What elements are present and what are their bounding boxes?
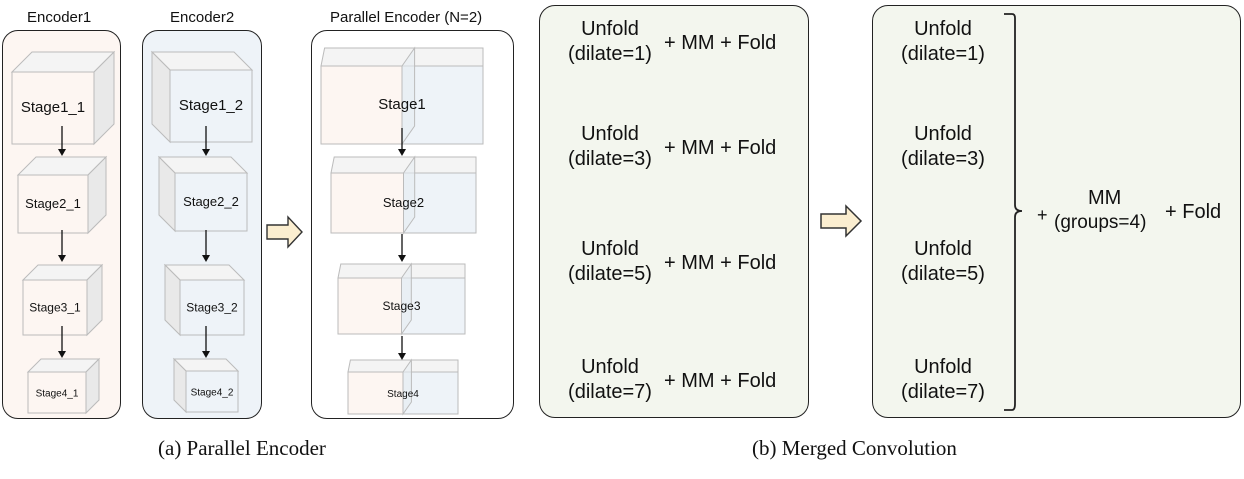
parallel-stage1-top bbox=[320, 47, 484, 67]
encoder2-stage1-label: Stage1_2 bbox=[179, 97, 243, 114]
encoder2-stage2-label: Stage2_2 bbox=[183, 194, 239, 209]
merged-groups-label: (groups=4) bbox=[1054, 212, 1147, 233]
encoder2-arrow3-head bbox=[202, 351, 210, 358]
encoder2-title: Encoder2 bbox=[170, 9, 235, 26]
merged-fold-label: + Fold bbox=[1165, 201, 1222, 223]
encoder1-stage4-label: Stage4_1 bbox=[36, 389, 79, 400]
parallel-arrow2-head bbox=[398, 255, 406, 262]
parallel-stage3-front-a bbox=[337, 277, 402, 335]
parallel-stage2-front-b bbox=[403, 172, 477, 234]
parallel-stage3-top bbox=[337, 263, 466, 279]
parallel-stage1-front-b bbox=[401, 65, 484, 145]
encoder1-stage3-side bbox=[86, 263, 103, 337]
left-row2-unfold: Unfold (dilate=3) bbox=[568, 123, 652, 170]
right-row4-unfold: Unfold (dilate=7) bbox=[901, 356, 985, 403]
parallel-stage2-label: Stage2 bbox=[383, 195, 424, 210]
merged-mm-label: MM bbox=[1088, 187, 1122, 209]
encoder2-stage3-label: Stage3_2 bbox=[186, 301, 238, 315]
encoder1-stage1-label: Stage1_1 bbox=[21, 99, 85, 116]
parallel-encoder-title: Parallel Encoder (N=2) bbox=[330, 9, 483, 26]
encoder1-stage3-label: Stage3_1 bbox=[29, 301, 81, 315]
left-row3-unfold: Unfold (dilate=5) bbox=[568, 238, 652, 285]
encoder2-arrow2-head bbox=[202, 255, 210, 262]
encoder2-stage4-label: Stage4_2 bbox=[191, 388, 234, 399]
encoder2-stage1-front bbox=[169, 69, 253, 143]
caption-parallel-encoder: (a) Parallel Encoder bbox=[158, 436, 326, 460]
right-row1-unfold: Unfold (dilate=1) bbox=[901, 18, 985, 65]
left-row1-unfold: Unfold (dilate=1) bbox=[568, 18, 652, 65]
parallel-stage1-overlap bbox=[401, 46, 416, 146]
right-row3-unfold: Unfold (dilate=5) bbox=[901, 238, 985, 285]
parallel-stage4-front-b bbox=[402, 371, 459, 415]
encoder1-stage3-front bbox=[22, 279, 88, 336]
encoder1-stage2-front bbox=[17, 174, 89, 234]
parallel-stage4-top bbox=[347, 359, 459, 373]
encoder2-stage2-side bbox=[158, 155, 176, 233]
parallel-arrow1-head bbox=[398, 149, 406, 156]
encoder1-stage2-side bbox=[87, 155, 107, 235]
encoder2-stage1-side bbox=[151, 50, 171, 144]
parallel-stage3-label: Stage3 bbox=[382, 299, 420, 313]
encoder1-stage2-label: Stage2_1 bbox=[25, 196, 81, 211]
right-row2-unfold: Unfold (dilate=3) bbox=[901, 123, 985, 170]
left-row1-op: + MM + Fold bbox=[664, 32, 777, 54]
encoder1-stage4-side bbox=[85, 357, 100, 415]
parallel-stage4-overlap bbox=[402, 358, 412, 416]
encoder1-stage4-front bbox=[27, 371, 87, 414]
encoder2-stage4-side bbox=[173, 357, 187, 414]
encoder1-arrow2-head bbox=[58, 255, 66, 262]
encoder2-stage4-front bbox=[185, 370, 239, 413]
encoder2-stage3-front bbox=[179, 279, 245, 336]
encoder2-stage2-front bbox=[174, 172, 248, 232]
encoder2-stage3-side bbox=[164, 263, 181, 337]
parallel-stage3-overlap bbox=[401, 262, 412, 336]
left-row4-op: + MM + Fold bbox=[664, 370, 777, 392]
merged-conv-panel bbox=[872, 5, 1241, 418]
parallel-stage2-overlap bbox=[403, 155, 416, 235]
left-row2-op: + MM + Fold bbox=[664, 137, 777, 159]
parallel-stage2-top bbox=[330, 156, 477, 174]
encoder1-title: Encoder1 bbox=[27, 9, 92, 26]
caption-merged-convolution: (b) Merged Convolution bbox=[752, 436, 957, 460]
encoder1-arrow3-head bbox=[58, 351, 66, 358]
parallel-stage1-label: Stage1 bbox=[378, 96, 426, 113]
transform-arrow bbox=[266, 215, 303, 249]
parallel-stage3-front-b bbox=[401, 277, 466, 335]
encoder1-arrow1-head bbox=[58, 149, 66, 156]
encoder1-stage1-side bbox=[93, 50, 115, 146]
encoder2-arrow1-head bbox=[202, 149, 210, 156]
parallel-arrow3-head bbox=[398, 353, 406, 360]
left-row4-unfold: Unfold (dilate=7) bbox=[568, 356, 652, 403]
separate-conv-panel bbox=[539, 5, 809, 418]
parallel-stage2-front-a bbox=[330, 172, 404, 234]
left-row3-op: + MM + Fold bbox=[664, 252, 777, 274]
parallel-stage4-label: Stage4 bbox=[387, 389, 419, 400]
merged-plus: + bbox=[1037, 205, 1048, 225]
